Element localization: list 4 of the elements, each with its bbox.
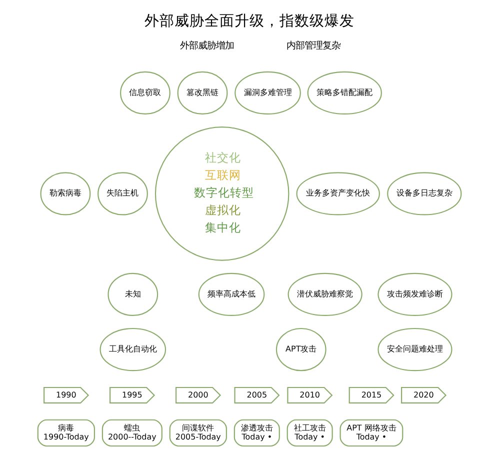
diagram-title: 外部威胁全面升级，指数级爆发: [144, 14, 354, 30]
node-circle: 社交化 互联网 数字化转型 虚拟化 集中化: [154, 126, 290, 261]
label: 内部管理复杂: [286, 40, 340, 52]
label: 外部威胁增加: [180, 40, 234, 52]
